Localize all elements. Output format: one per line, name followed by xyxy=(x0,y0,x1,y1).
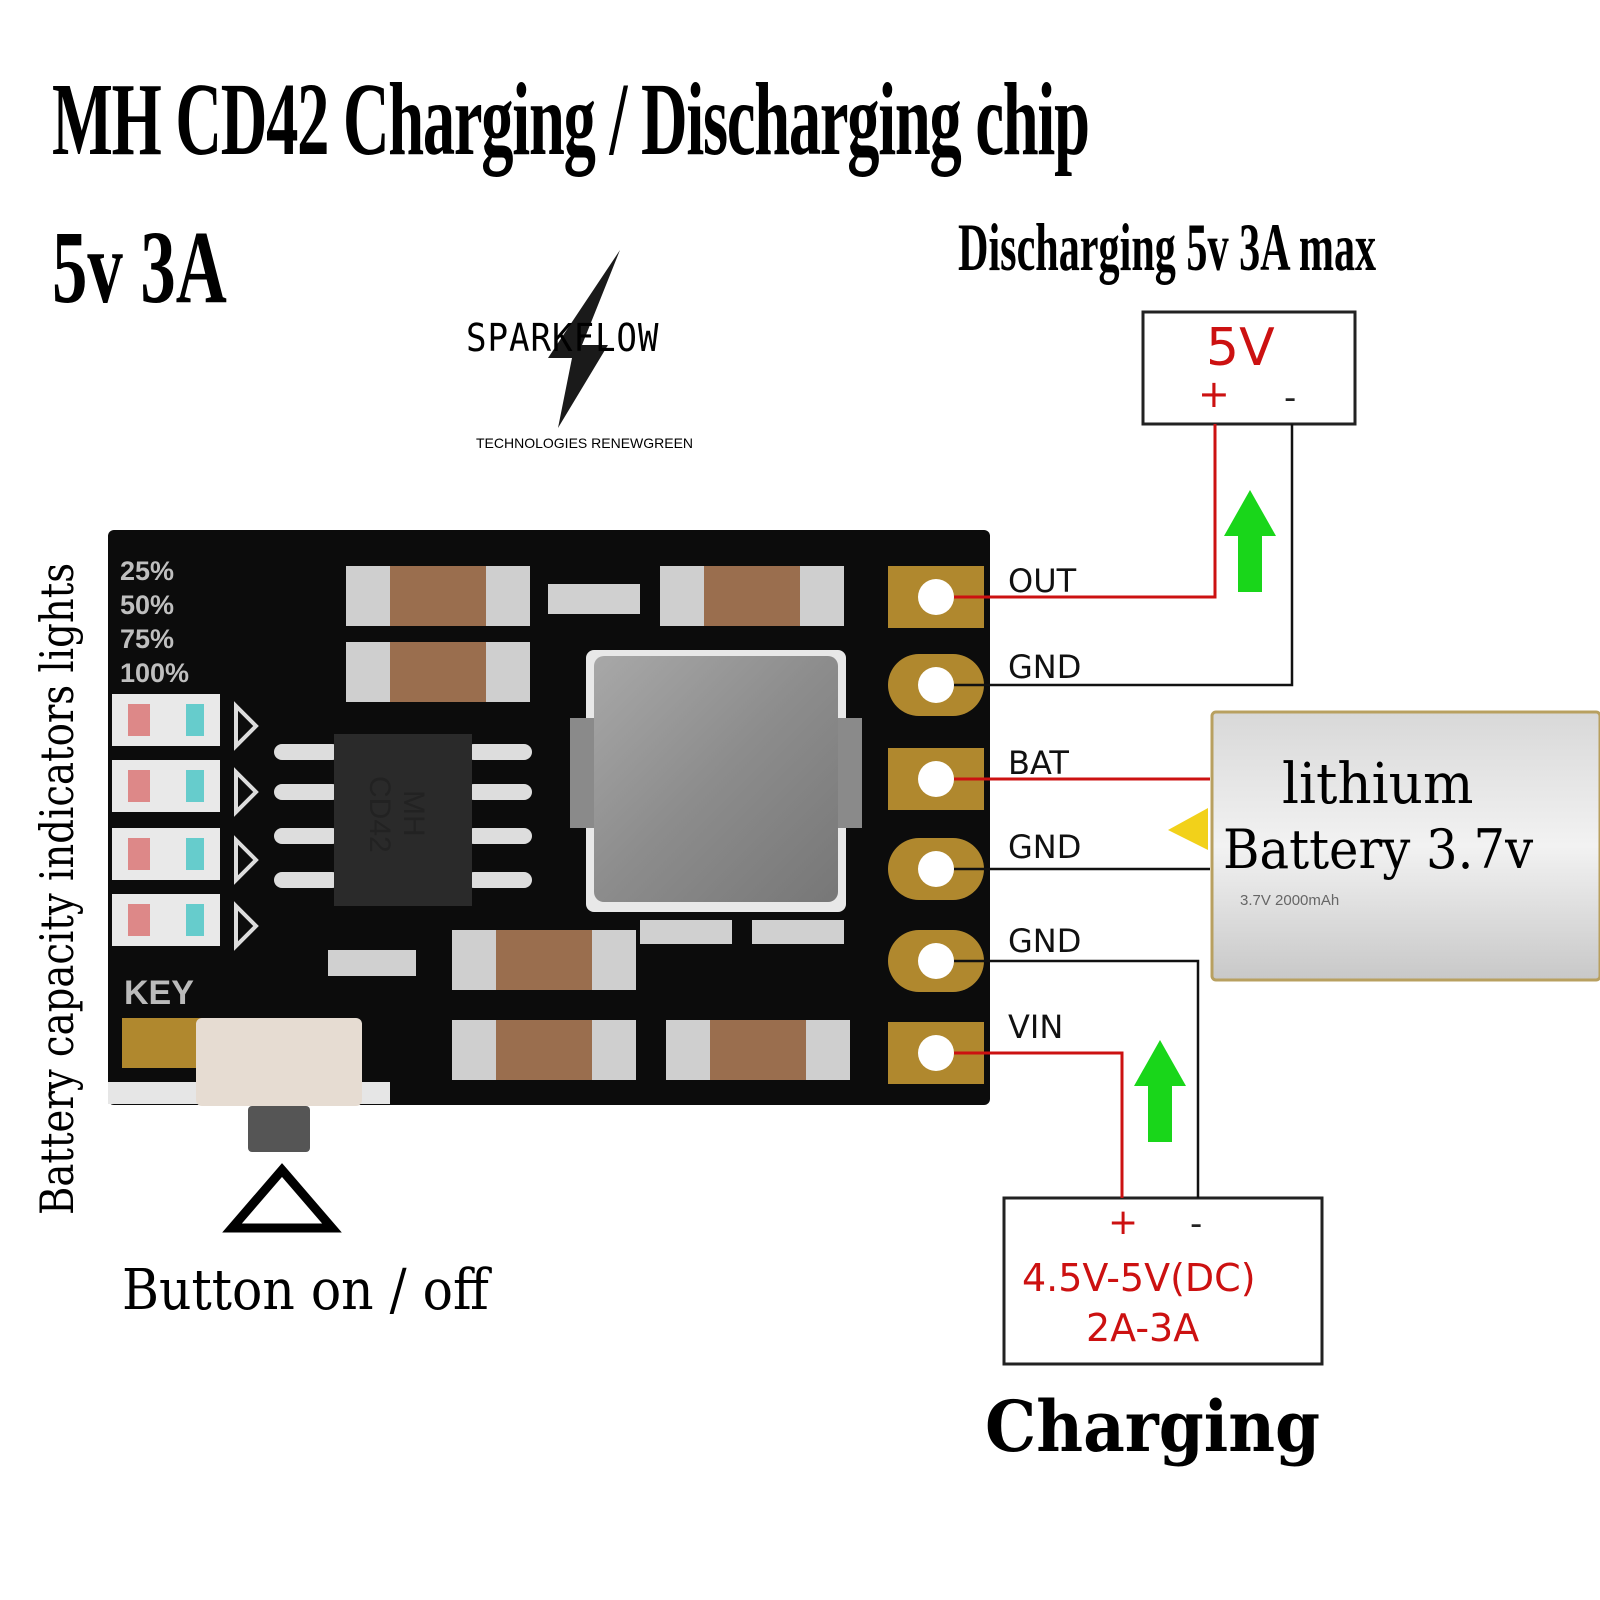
indicator-level-25: 25% xyxy=(120,556,175,586)
indicator-level-100: 100% xyxy=(120,658,190,688)
charge-arrow-icon xyxy=(1134,1040,1186,1142)
pin-label-bat: BAT xyxy=(1008,744,1069,782)
pin-label-gnd-3: GND xyxy=(1008,922,1082,960)
button-pointer-icon xyxy=(222,1163,342,1233)
pcb-board xyxy=(108,530,990,1152)
key-label: KEY xyxy=(124,974,194,1012)
input-plus: + xyxy=(1108,1202,1139,1243)
pin-label-vin: VIN xyxy=(1008,1008,1064,1046)
discharge-arrow-icon xyxy=(1224,490,1276,592)
button-label: Button on / off xyxy=(122,1258,489,1323)
page-title: MH CD42 Charging / Discharging chip xyxy=(52,62,1090,177)
logo-tagline: TECHNOLOGIES RENEWGREEN xyxy=(476,435,694,451)
logo-name: SPARKFLOW xyxy=(466,316,660,360)
lithium-battery xyxy=(1168,710,1600,982)
inductor xyxy=(570,650,862,912)
indicator-leds xyxy=(112,694,259,951)
input-box xyxy=(1002,1196,1324,1366)
wires xyxy=(954,424,1294,1198)
pin-label-gnd-1: GND xyxy=(1008,648,1082,686)
pin-label-gnd-2: GND xyxy=(1008,828,1082,866)
pin-label-out: OUT xyxy=(1008,562,1077,600)
battery-voltage: Battery 3.7v xyxy=(1223,818,1534,881)
cd42-chip xyxy=(274,734,532,906)
chip-marking-mh: MH xyxy=(397,790,430,837)
page-subtitle: 5v 3A xyxy=(52,210,227,325)
indicator-level-50: 50% xyxy=(120,590,175,620)
output-voltage: 5V xyxy=(1206,318,1275,378)
output-minus: - xyxy=(1284,378,1297,418)
battery-name: lithium xyxy=(1282,752,1474,817)
input-voltage: 4.5V-5V(DC) xyxy=(1022,1256,1256,1300)
discharge-label: Discharging 5v 3A max xyxy=(958,209,1377,285)
output-plus: + xyxy=(1198,372,1230,416)
indicator-lights-label: Battery capacity indicators lights xyxy=(30,562,84,1215)
capacitors xyxy=(328,566,850,1080)
chip-marking-cd42: CD42 xyxy=(363,776,396,853)
output-box xyxy=(1141,310,1357,426)
input-current: 2A-3A xyxy=(1086,1306,1200,1350)
indicator-level-75: 75% xyxy=(120,624,175,654)
battery-print: 3.7V 2000mAh xyxy=(1240,892,1340,909)
input-minus: - xyxy=(1190,1204,1203,1244)
logo-bolt-icon xyxy=(548,250,620,428)
power-switch xyxy=(122,1018,362,1152)
charging-label: Charging xyxy=(985,1385,1321,1468)
